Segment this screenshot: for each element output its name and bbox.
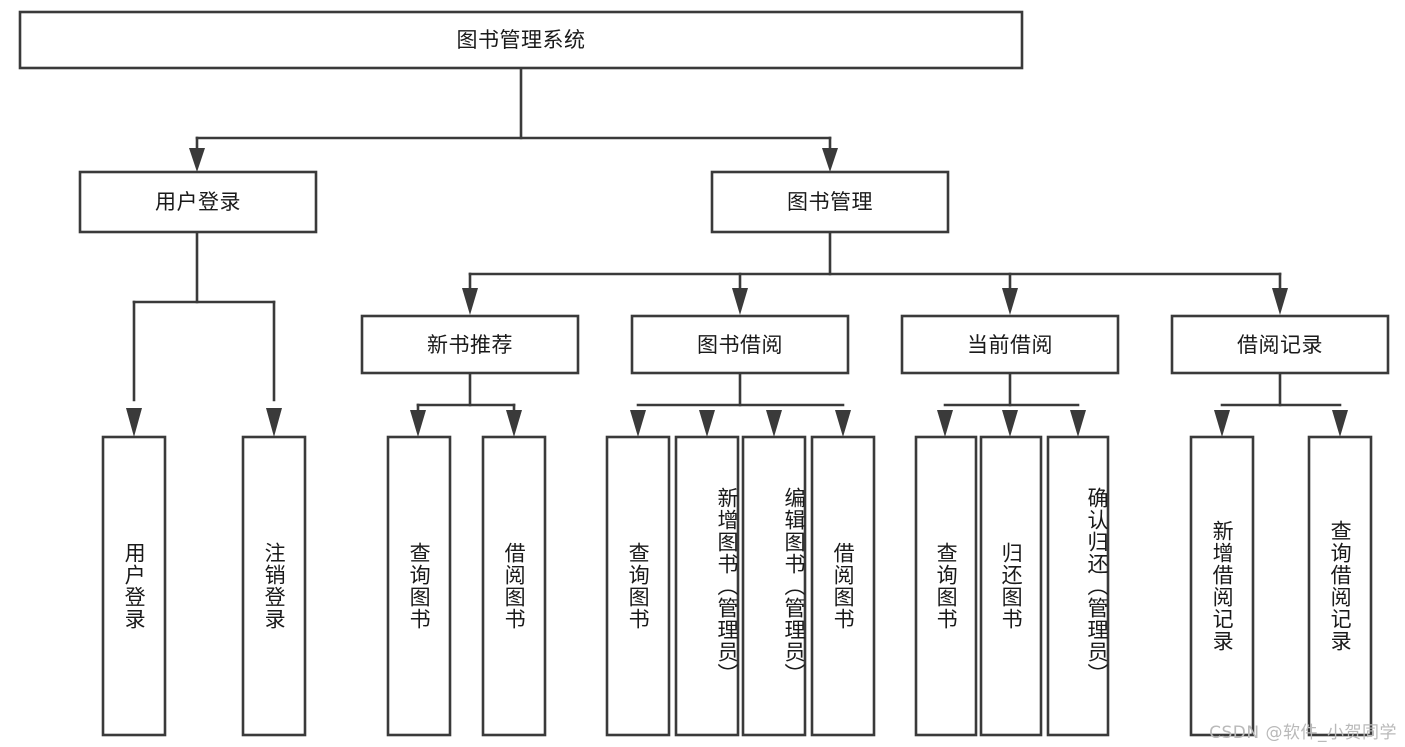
arrowhead-leaf-current-query <box>937 410 953 437</box>
node-book-borrow-label: 图书借阅 <box>697 333 783 357</box>
arrowhead-leaf-recommend-query <box>410 410 426 437</box>
arrowhead-leaf-recommend-borrow <box>506 410 522 437</box>
arrowhead-borrow-record <box>1272 288 1288 315</box>
node-book-manage-label: 图书管理 <box>787 190 873 214</box>
leaf-box-current-return-book[interactable] <box>979 435 1043 737</box>
node-new-book-recommend-label: 新书推荐 <box>427 333 513 357</box>
arrowhead-leaf-current-return <box>1002 410 1018 437</box>
leaf-box-user-login[interactable] <box>101 435 167 737</box>
node-book-manage-box[interactable] <box>710 170 950 234</box>
node-current-borrow-box[interactable] <box>900 314 1120 375</box>
node-user-login[interactable]: 用户登录 <box>78 170 318 234</box>
node-current-borrow[interactable]: 当前借阅 <box>900 314 1120 375</box>
arrowhead-leaf-borrow-lend <box>835 410 851 437</box>
node-borrow-record[interactable]: 借阅记录 <box>1170 314 1390 375</box>
watermark-text: CSDN @软件_小贺同学 <box>1209 723 1397 743</box>
arrowhead-leaf-record-query <box>1332 410 1348 437</box>
node-new-book-recommend-box[interactable] <box>360 314 580 375</box>
arrowhead-book-borrow <box>732 288 748 315</box>
leaf-box-borrow-add-book[interactable] <box>674 435 740 737</box>
node-user-login-label: 用户登录 <box>155 190 241 214</box>
node-book-manage[interactable]: 图书管理 <box>710 170 950 234</box>
leaf-box-borrow-edit-book[interactable] <box>741 435 807 737</box>
node-book-borrow[interactable]: 图书借阅 <box>630 314 850 375</box>
arrowhead-leaf-borrow-query <box>630 410 646 437</box>
arrowhead-leaf-borrow-edit <box>766 410 782 437</box>
arrowhead-book-manage <box>822 148 838 172</box>
leaf-box-current-query-book[interactable] <box>914 435 978 737</box>
arrowhead-current-borrow <box>1002 288 1018 315</box>
connector-layer <box>126 66 1348 437</box>
leaf-box-logout[interactable] <box>241 435 307 737</box>
arrowhead-user-login <box>189 148 205 172</box>
node-current-borrow-label: 当前借阅 <box>967 333 1053 357</box>
node-root[interactable]: 图书管理系统 <box>18 10 1024 70</box>
leaf-box-borrow-lend-book[interactable] <box>810 435 876 737</box>
node-root-label: 图书管理系统 <box>457 28 586 52</box>
node-book-borrow-box[interactable] <box>630 314 850 375</box>
node-borrow-record-label: 借阅记录 <box>1237 333 1323 357</box>
leaf-box-recommend-borrow-book[interactable] <box>481 435 547 737</box>
arrowhead-leaf-logout <box>266 408 282 437</box>
leaf-box-record-query[interactable] <box>1307 435 1373 737</box>
node-root-box[interactable] <box>18 10 1024 70</box>
arrowhead-new-book-recommend <box>462 288 478 315</box>
leaf-box-recommend-query-book[interactable] <box>386 435 452 737</box>
arrowhead-leaf-user-login <box>126 408 142 437</box>
arrowhead-leaf-current-confirm <box>1070 410 1086 437</box>
leaf-box-current-confirm-return[interactable] <box>1046 435 1110 737</box>
node-user-login-box[interactable] <box>78 170 318 234</box>
leaf-box-borrow-query-book[interactable] <box>605 435 671 737</box>
node-new-book-recommend[interactable]: 新书推荐 <box>360 314 580 375</box>
arrowhead-leaf-borrow-add <box>699 410 715 437</box>
node-borrow-record-box[interactable] <box>1170 314 1390 375</box>
arrowhead-leaf-record-add <box>1214 410 1230 437</box>
leaf-box-record-add[interactable] <box>1189 435 1255 737</box>
